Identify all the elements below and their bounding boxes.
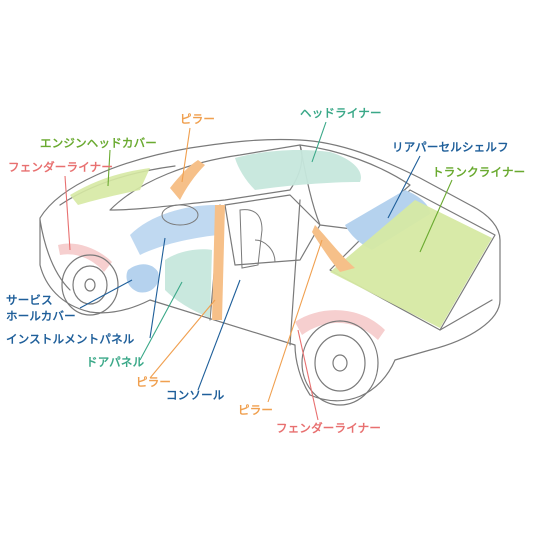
pillar-c-region <box>312 225 355 272</box>
trunk-liner-region <box>330 200 492 328</box>
car-body-outline <box>39 138 501 402</box>
label-door-panel: ドアパネル <box>86 355 145 369</box>
label-rear-parcel-shelf: リアパーセルシェルフ <box>392 140 509 154</box>
label-fender-liner-right: フェンダーライナー <box>276 421 382 435</box>
leader-headliner <box>311 121 327 163</box>
label-pillar-top: ピラー <box>180 112 216 126</box>
label-fender-liner-left: フェンダーライナー <box>8 160 114 174</box>
leader-trunk-liner <box>419 179 453 253</box>
pillar-a-region <box>212 205 225 320</box>
pillar-top-region <box>170 160 205 200</box>
leader-door-panel <box>139 281 183 361</box>
leader-pillar-lower-left <box>149 299 216 379</box>
leader-fender-liner-right <box>297 329 319 421</box>
label-engine-head-cover: エンジンヘッドカバー <box>40 136 157 150</box>
rear-fender-liner-region <box>295 310 385 340</box>
side-window-outline <box>224 194 321 266</box>
rear-parcel-shelf-region <box>345 190 430 250</box>
headliner-region <box>235 150 361 190</box>
label-service-hole-cover-line2: ホールカバー <box>6 309 76 323</box>
service-hole-cover-region <box>126 264 159 293</box>
tail-light-outline <box>439 299 493 331</box>
front-wheel <box>61 254 119 316</box>
label-headliner: ヘッドライナー <box>300 106 382 120</box>
interior-details <box>161 204 276 269</box>
label-service-hole-cover-line1: サービス <box>6 293 53 307</box>
label-instrument-panel: インストルメントパネル <box>6 332 135 346</box>
leader-engine-head-cover <box>107 149 111 187</box>
rear-wheel <box>301 320 379 406</box>
leader-pillar-top <box>181 127 191 183</box>
leader-console <box>197 279 241 391</box>
front-fender-liner-region <box>58 243 112 272</box>
leader-fender-liner-left <box>64 175 71 251</box>
label-pillar-lower-left: ピラー <box>136 375 172 389</box>
front-bumper-outline <box>39 219 71 291</box>
leader-rear-parcel-shelf <box>387 155 421 219</box>
label-pillar-lower-right: ピラー <box>238 403 274 417</box>
door-panel-region <box>165 249 212 318</box>
engine-head-cover-region <box>70 168 150 205</box>
label-trunk-liner: トランクライナー <box>432 165 526 179</box>
leader-instrument-panel <box>149 237 166 339</box>
label-console: コンソール <box>166 388 225 402</box>
instrument-panel-region <box>130 205 218 255</box>
leader-pillar-lower-right <box>267 239 323 403</box>
leader-service-hole-cover <box>79 279 133 309</box>
